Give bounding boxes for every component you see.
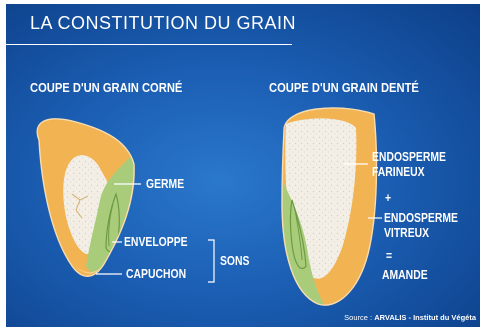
germ-label: GERME (146, 176, 184, 192)
horny-grain-title: COUPE D'UN GRAIN CORNÉ (30, 80, 182, 95)
diagram-title: LA CONSTITUTION DU GRAIN (30, 13, 296, 34)
equals-sign: = (386, 248, 392, 264)
title-underline (6, 44, 292, 45)
source-credit: Source : ARVALIS - Institut du Végéta (344, 313, 476, 322)
sons-bracket (208, 240, 214, 282)
floury-endosperm-label-line2: FARINEUX (372, 164, 425, 180)
plus-sign: + (385, 190, 391, 206)
floury-endosperm-label-line1: ENDOSPERME (372, 149, 446, 165)
dented-grain-section (281, 108, 377, 305)
vitreous-endosperm-label-line1: ENDOSPERME (384, 210, 458, 226)
source-author: ARVALIS - Institut du Végéta (374, 313, 476, 322)
horny-grain-section (37, 119, 134, 276)
bran-label: SONS (220, 253, 249, 269)
vitreous-endosperm-label-line2: VITREUX (384, 225, 429, 241)
envelope-label: ENVELOPPE (124, 234, 188, 250)
kernel-label: AMANDE (382, 267, 428, 283)
dented-grain-title: COUPE D'UN GRAIN DENTÉ (269, 80, 419, 95)
cap-label: CAPUCHON (126, 266, 186, 282)
diagram-panel: LA CONSTITUTION DU GRAIN COUPE D'UN GRAI… (6, 4, 480, 327)
source-prefix: Source : (344, 313, 374, 322)
